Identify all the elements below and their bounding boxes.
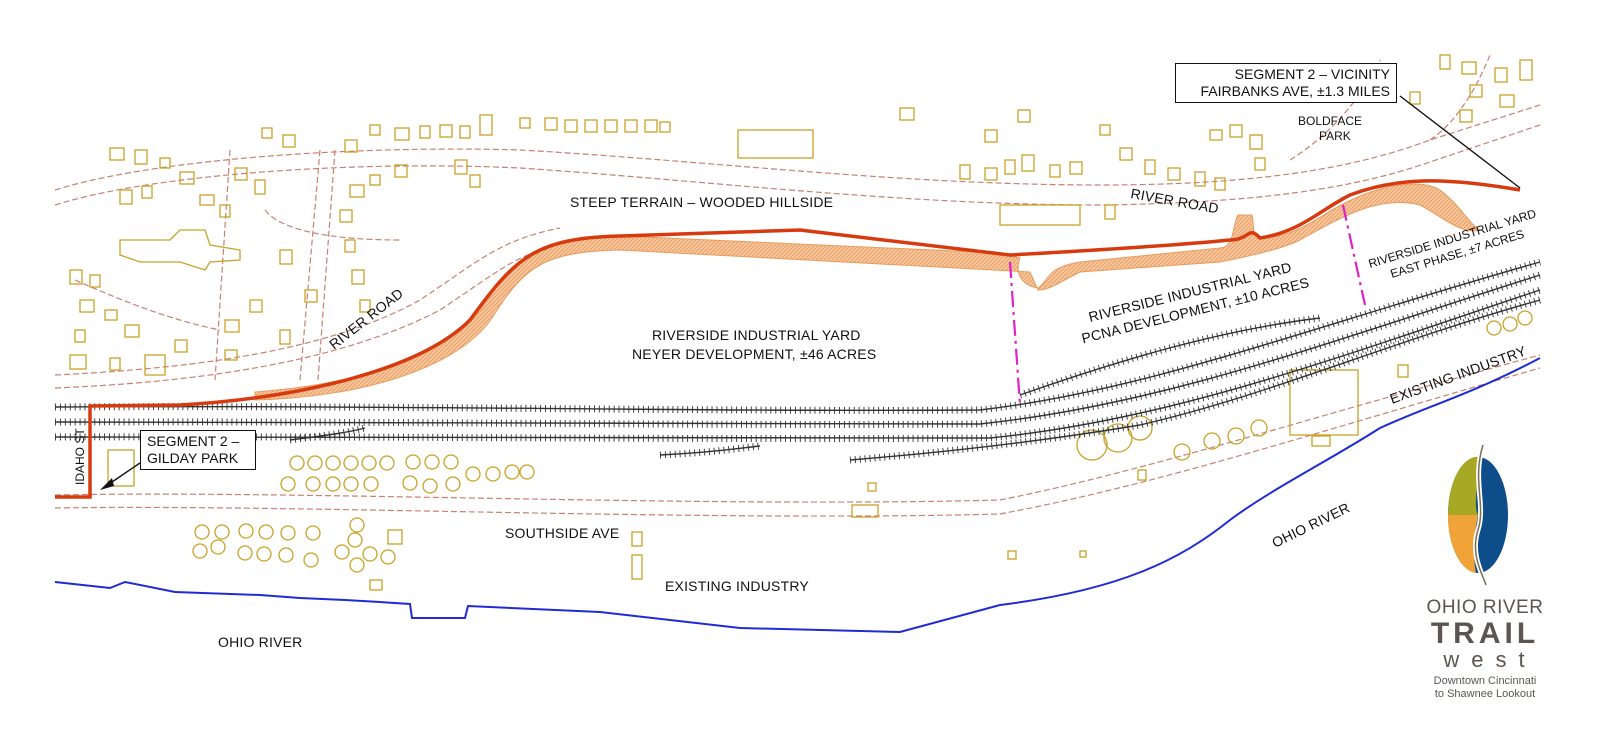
callout-leaders [111,95,1521,483]
map-labels: STEEP TERRAIN – WOODED HILLSIDE RIVER RO… [73,114,1538,650]
callout-segment2-gilday: SEGMENT 2 – GILDAY PARK [140,430,256,470]
label-boldface-park-1: BOLDFACE [1298,114,1362,128]
label-idaho-st: IDAHO ST [73,428,87,485]
callout-gilday-line1: SEGMENT 2 – [147,433,240,449]
label-steep-terrain: STEEP TERRAIN – WOODED HILLSIDE [570,194,833,210]
logo-line5: to Shawnee Lookout [1434,688,1536,700]
ohio-river-trail-logo: OHIO RIVER TRAIL west Downtown Cincinnat… [1400,455,1570,725]
label-boldface-park-2: PARK [1319,129,1351,143]
leader-arrowhead [100,478,114,490]
callout-gilday-line2: GILDAY PARK [147,450,239,466]
ohio-river-trail-logo-mark [1447,444,1508,586]
railroad-ties [54,258,1542,464]
label-neyer-yard-2: NEYER DEVELOPMENT, ±46 ACRES [632,346,876,362]
callout-vicinity-line2: FAIRBANKS AVE, ±1.3 MILES [1200,83,1391,99]
logo-line3: west [1443,647,1537,672]
storage-tanks [192,310,1533,573]
label-ohio-river-west: OHIO RIVER [218,634,302,650]
phase-boundaries [1008,204,1367,406]
label-ohio-river-east: OHIO RIVER [1269,499,1352,550]
logo-line1: OHIO RIVER [1426,597,1544,618]
callout-segment2-vicinity: SEGMENT 2 – VICINITY FAIRBANKS AVE, ±1.3… [1175,63,1397,103]
ohio-river-edges [54,357,1541,634]
callout-vicinity-line1: SEGMENT 2 – VICINITY [1234,66,1390,82]
label-neyer-yard-1: RIVERSIDE INDUSTRIAL YARD [652,327,861,343]
trail-line [55,179,1521,499]
road-network [54,54,1541,517]
logo-line2: TRAIL [1430,617,1540,650]
trail-corridor [55,179,1521,499]
label-river-road-west: RIVER ROAD [326,285,406,352]
label-existing-industry-south: EXISTING INDUSTRY [665,578,809,594]
logo-line4: Downtown Cincinnati [1433,675,1537,687]
label-southside-ave: SOUTHSIDE AVE [505,525,619,541]
label-river-road-east: RIVER ROAD [1129,185,1220,216]
buildings [69,54,1533,591]
